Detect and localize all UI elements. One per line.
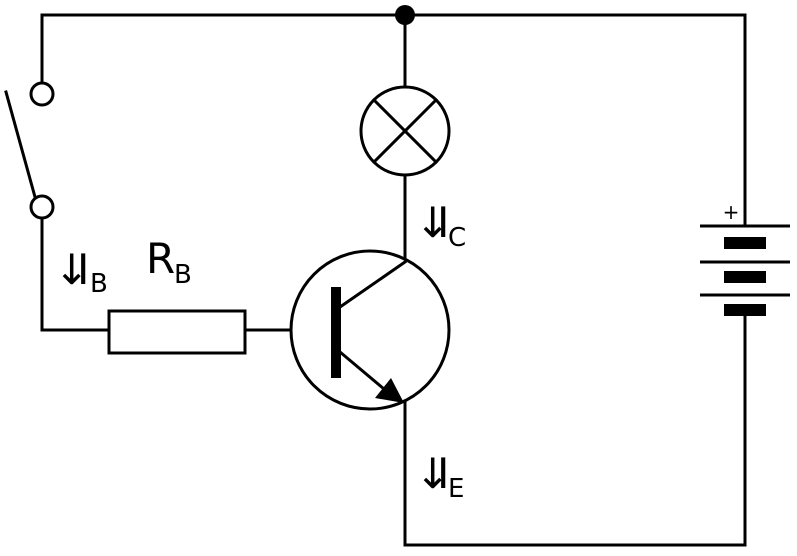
- switch-lever: [4, 90, 37, 199]
- ib-letter: I: [77, 245, 89, 294]
- switch-symbol: [4, 81, 55, 220]
- switch-terminal-bottom: [29, 194, 55, 220]
- ic-subscript: C: [448, 223, 466, 253]
- ie-subscript: E: [448, 474, 464, 504]
- ib-arrow: ↓: [54, 245, 89, 294]
- label-rb: R B: [146, 234, 192, 290]
- ie-letter: I: [437, 449, 449, 498]
- switch-terminal-top: [29, 81, 55, 107]
- base-left-wire: [40, 216, 111, 332]
- transistor-collector-leg: [337, 259, 408, 310]
- resistor-symbol: [107, 309, 247, 355]
- transistor-envelope: [289, 249, 451, 411]
- emitter-arrow-icon: [375, 378, 404, 403]
- ie-arrow: ↓: [415, 449, 450, 498]
- transistor-emitter-leg: [337, 349, 387, 392]
- battery-plus-label: +: [723, 200, 740, 224]
- lamp-symbol: [359, 85, 451, 177]
- rb-subscript: B: [174, 260, 192, 290]
- label-ic: ↓ I C: [415, 198, 466, 253]
- lamp-cross-2: [371, 97, 439, 165]
- top-wire: [40, 13, 747, 226]
- label-ie: ↓ I E: [415, 449, 464, 504]
- ic-letter: I: [437, 198, 449, 247]
- npn-transistor-symbol: [289, 249, 451, 411]
- label-ib: ↓ I B: [54, 245, 108, 299]
- junction-dot: [395, 5, 415, 25]
- ic-arrow: ↓: [415, 198, 450, 247]
- rb-letter: R: [146, 234, 175, 283]
- emitter-return-wire: [403, 310, 747, 547]
- battery-symbol: +: [700, 200, 790, 316]
- ib-subscript: B: [90, 269, 108, 299]
